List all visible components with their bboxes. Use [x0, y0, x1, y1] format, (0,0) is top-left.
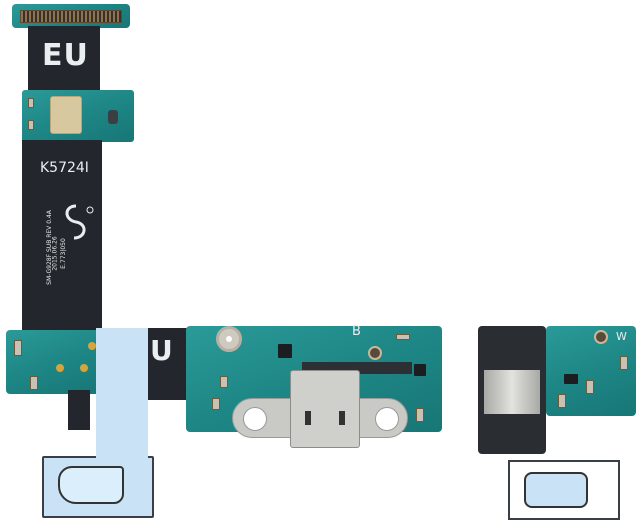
u-marking: U: [150, 334, 173, 367]
mounting-hole: [216, 326, 242, 352]
left-flex-tail: [68, 390, 90, 430]
board-to-board-connector: [20, 10, 122, 23]
ic-chip: [278, 344, 292, 358]
capacitor: [28, 120, 34, 130]
capacitor: [28, 98, 34, 108]
top-connector-board: [12, 4, 130, 28]
u-label-block: [148, 328, 188, 400]
right-sub-board: W: [546, 326, 636, 416]
capacitor: [558, 394, 566, 408]
capacitor: [212, 398, 220, 410]
w-marking: W: [616, 330, 627, 343]
button-cutout: [524, 472, 588, 508]
sensor-chip: [108, 110, 118, 124]
left-sub-board: [6, 330, 102, 394]
ic-chip: [414, 364, 426, 376]
part-code: K5724I: [40, 160, 89, 176]
capacitor: [396, 334, 410, 340]
antenna-connector: [368, 346, 382, 360]
sensor-board: [22, 90, 134, 142]
logo-icon: [65, 204, 94, 240]
capacitor: [586, 380, 594, 394]
flex-cable-lower: [22, 140, 102, 330]
headphone-jack: [478, 326, 546, 454]
left-button-film: [42, 456, 154, 518]
ic-chip: [564, 374, 578, 384]
capacitor: [220, 376, 228, 388]
antenna-connector: [594, 330, 608, 344]
usb-port: [290, 370, 360, 448]
capacitor: [416, 408, 424, 422]
button-cutout: [58, 466, 124, 504]
capacitor: [14, 340, 22, 356]
jack-metal-clip: [484, 370, 540, 414]
capacitor: [30, 376, 38, 390]
shield-can: [50, 96, 82, 134]
samsung-fine-print: SM-G928F SUB REV 0.4A 2015.06.26 E.773|0…: [46, 200, 106, 285]
right-button-film: [508, 460, 620, 520]
gold-pad: [88, 342, 96, 350]
gold-pad: [56, 364, 64, 372]
left-film-bridge: [96, 420, 148, 460]
eu-marking: EU: [42, 38, 89, 73]
b-marking: B: [352, 324, 361, 339]
left-protective-film: [96, 328, 148, 428]
fine-print-2: 2015.06.26: [51, 236, 59, 271]
screw-hole-right: [375, 407, 399, 431]
gold-pad: [80, 364, 88, 372]
fine-print-3: E.773|050: [59, 238, 67, 269]
capacitor: [620, 356, 628, 370]
screw-hole-left: [243, 407, 267, 431]
flex-cable-upper: [28, 26, 100, 94]
